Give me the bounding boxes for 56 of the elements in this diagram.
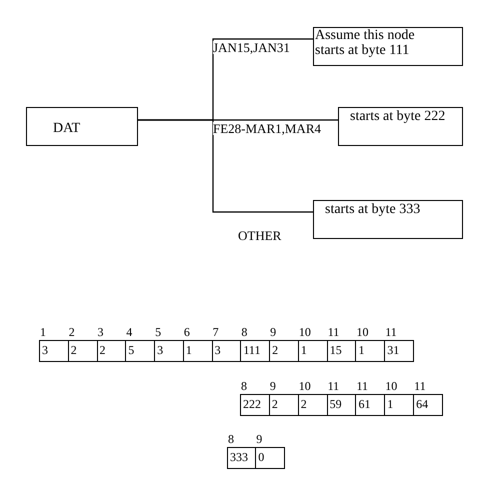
- column-number: 1: [40, 326, 46, 338]
- edge-label: FE28-MAR1,MAR4: [213, 122, 321, 135]
- node-box: [26, 107, 138, 146]
- table-cell: 64: [413, 394, 444, 416]
- node-box: [313, 200, 463, 239]
- table-cell: 3: [154, 340, 184, 362]
- column-number: 11: [328, 380, 340, 392]
- column-number: 11: [414, 380, 426, 392]
- column-number: 9: [270, 380, 276, 392]
- column-number: 11: [356, 380, 368, 392]
- table-cell: 2: [298, 394, 328, 416]
- column-number: 5: [155, 326, 162, 338]
- table-cell: 3: [212, 340, 242, 362]
- table-cell: 1: [182, 340, 213, 362]
- column-number: 2: [68, 326, 75, 338]
- column-number: 8: [228, 433, 234, 445]
- table-cell: 59: [326, 394, 356, 416]
- table-cell: 5: [125, 340, 156, 362]
- table-cell: 0: [255, 447, 285, 469]
- column-number: 10: [385, 380, 398, 392]
- table-cell: 222: [240, 394, 270, 416]
- table-cell: 3: [39, 340, 69, 362]
- table-cell: 15: [326, 340, 356, 362]
- column-number: 6: [184, 326, 190, 338]
- connector-line: [138, 119, 313, 213]
- table-cell: 111: [240, 340, 270, 362]
- column-number: 11: [385, 326, 397, 338]
- edge-label: JAN15,JAN31: [213, 41, 290, 54]
- table-cell: 333: [227, 447, 256, 469]
- node-text: DAT: [53, 121, 82, 136]
- column-number: 10: [298, 326, 311, 338]
- table-cell: 2: [96, 340, 126, 362]
- column-number: 10: [356, 326, 368, 338]
- column-number: 11: [328, 326, 340, 338]
- column-number: 3: [98, 326, 104, 338]
- node-box: [338, 107, 463, 146]
- node-text: starts at byte 222: [350, 109, 446, 124]
- column-number: 9: [270, 326, 276, 338]
- table-cell: 31: [384, 340, 414, 362]
- table-cell: 2: [68, 340, 98, 362]
- column-number: 8: [241, 380, 247, 392]
- node-box: [313, 27, 463, 66]
- table-cell: 1: [355, 340, 386, 362]
- table-cell: 1: [298, 340, 328, 362]
- node-text: starts at byte 333: [325, 202, 422, 217]
- column-number: 7: [212, 326, 219, 338]
- table-cell: 1: [384, 394, 414, 416]
- node-text: Assume this node starts at byte 111: [315, 28, 416, 58]
- column-number: 10: [298, 380, 311, 392]
- column-number: 8: [241, 326, 248, 338]
- column-number: 9: [256, 433, 262, 445]
- edge-label: OTHER: [238, 229, 282, 242]
- table-cell: 2: [268, 394, 299, 416]
- table-cell: 2: [269, 340, 299, 362]
- table-cell: 61: [355, 394, 386, 416]
- column-number: 4: [126, 326, 132, 338]
